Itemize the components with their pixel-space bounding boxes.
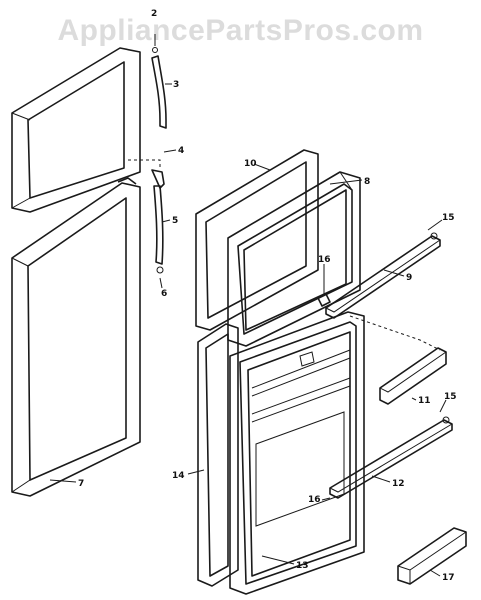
callout-17: 17 [442,573,455,583]
freezer-inner-liner [195,149,319,331]
fresh-food-shelf-rail [329,416,453,499]
door-shelf-bin [379,347,447,405]
callout-3: 3 [173,80,179,90]
callout-13: 13 [296,561,309,571]
callout-4: 4 [178,146,184,156]
callout-6: 6 [161,289,167,299]
watermark-text: AppliancePartsPros.com [57,14,424,47]
dairy-bin [397,527,467,585]
callout-14: 14 [172,471,185,481]
fresh-food-door-gasket [11,177,141,497]
callout-7: 7 [78,479,84,489]
fresh-food-inner-gasket [197,323,239,587]
fresh-food-door-panel [229,311,441,595]
callout-15-lower: 15 [444,392,457,402]
callout-10: 10 [244,159,257,169]
callout-labels: 2 3 4 5 6 7 8 9 10 11 12 13 14 15 15 16 … [78,9,457,583]
upper-hinge-strip [151,34,167,129]
callout-16-lower: 16 [308,495,321,505]
callout-12: 12 [392,479,405,489]
callout-11: 11 [418,396,431,406]
callout-9: 9 [406,273,412,283]
callout-5: 5 [172,216,178,226]
callout-8: 8 [364,177,370,187]
callout-15-upper: 15 [442,213,455,223]
freezer-door-gasket [11,47,141,213]
freezer-door-panel [227,171,361,347]
callout-2: 2 [151,9,157,19]
freezer-shelf-rail [317,232,441,319]
lower-hinge-strip [128,159,165,274]
callout-16-upper: 16 [318,255,331,265]
callout-leader-lines [49,83,447,577]
